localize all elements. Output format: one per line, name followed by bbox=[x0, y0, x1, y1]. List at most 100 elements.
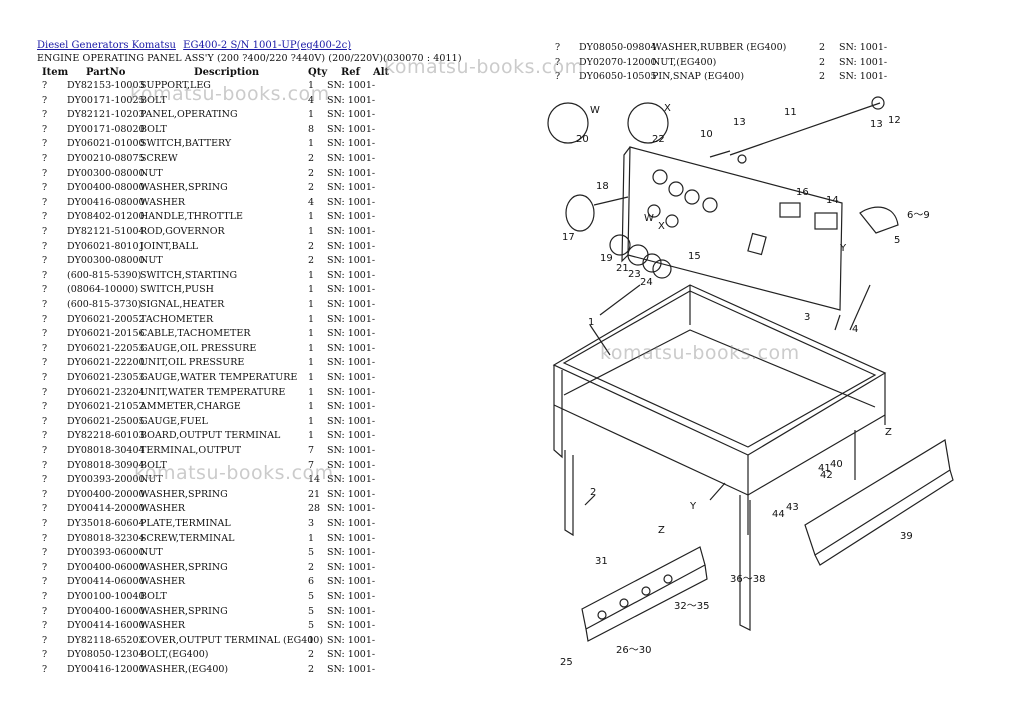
part-description: BOARD,OUTPUT TERMINAL bbox=[140, 430, 281, 442]
part-description: BOLT,(EG400) bbox=[140, 649, 209, 661]
part-description: WASHER,SPRING bbox=[140, 182, 228, 194]
svg-text:23: 23 bbox=[628, 269, 641, 280]
part-number: DY08018-30904 bbox=[67, 459, 145, 471]
col-item: Item bbox=[42, 67, 69, 78]
svg-text:44: 44 bbox=[772, 509, 785, 520]
svg-text:2: 2 bbox=[590, 487, 596, 498]
part-description: BOLT bbox=[140, 591, 167, 602]
item: ? bbox=[42, 664, 48, 675]
part-number: DY06050-10505 bbox=[579, 71, 657, 83]
svg-text:25: 25 bbox=[560, 657, 573, 668]
part-ref: SN: 1001- bbox=[327, 415, 376, 427]
svg-text:10: 10 bbox=[700, 129, 713, 140]
part-ref: SN: 1001- bbox=[327, 386, 376, 398]
part-description: UNIT,WATER TEMPERATURE bbox=[140, 386, 286, 398]
item: ? bbox=[42, 269, 48, 281]
part-description: PANEL,OPERATING bbox=[140, 109, 238, 121]
part-qty: 5 bbox=[308, 591, 315, 602]
breadcrumb-link-model[interactable]: EG400-2 S/N 1001-UP(eg400-2c) bbox=[183, 40, 352, 51]
item: ? bbox=[42, 284, 48, 296]
part-qty: 1 bbox=[308, 415, 315, 427]
part-number: DY08050-09804 bbox=[579, 42, 657, 53]
part-number: DY06021-20052 bbox=[67, 313, 145, 325]
part-description: CABLE,TACHOMETER bbox=[140, 328, 251, 340]
part-number: DY82218-60103 bbox=[67, 430, 145, 442]
part-number: DY82121-51004 bbox=[67, 226, 145, 237]
part-ref: SN: 1001- bbox=[327, 634, 376, 646]
part-ref: SN: 1001- bbox=[327, 372, 376, 383]
part-qty: 2 bbox=[308, 182, 315, 194]
part-number: DY06021-23204 bbox=[67, 386, 145, 398]
part-ref: SN: 1001- bbox=[327, 518, 376, 529]
item: ? bbox=[42, 328, 48, 340]
col-description: Description bbox=[194, 67, 260, 78]
part-ref: SN: 1001- bbox=[327, 123, 376, 135]
part-description: SUPPORT,LEG bbox=[140, 80, 211, 91]
svg-text:43: 43 bbox=[786, 502, 799, 513]
part-qty: 1 bbox=[308, 328, 315, 340]
part-description: WASHER bbox=[140, 196, 186, 208]
part-number: DY00400-16000 bbox=[67, 605, 145, 617]
part-ref: SN: 1001- bbox=[327, 269, 376, 281]
part-ref: SN: 1001- bbox=[327, 255, 376, 267]
part-qty: 3 bbox=[308, 518, 315, 529]
item: ? bbox=[42, 240, 48, 252]
svg-text:32～35: 32～35 bbox=[674, 601, 709, 612]
part-ref: SN: 1001- bbox=[839, 71, 888, 83]
part-number: DY00210-08075 bbox=[67, 153, 145, 164]
part-ref: SN: 1001- bbox=[327, 153, 376, 164]
part-description: COVER,OUTPUT TERMINAL (EG400) bbox=[140, 634, 324, 646]
svg-text:14: 14 bbox=[826, 195, 839, 206]
item: ? bbox=[42, 649, 48, 661]
part-qty: 1 bbox=[308, 401, 315, 413]
item: ? bbox=[42, 372, 48, 383]
item: ? bbox=[555, 71, 561, 83]
part-description: WASHER,RUBBER (EG400) bbox=[652, 42, 787, 53]
part-qty: 1 bbox=[308, 138, 315, 150]
part-qty: 1 bbox=[308, 313, 315, 325]
part-ref: SN: 1001- bbox=[327, 182, 376, 194]
breadcrumb-link-category[interactable]: Diesel Generators Komatsu bbox=[37, 40, 176, 51]
part-ref: SN: 1001- bbox=[327, 459, 376, 471]
item: ? bbox=[42, 123, 48, 135]
part-ref: SN: 1001- bbox=[327, 167, 376, 179]
part-description: SCREW bbox=[140, 153, 178, 164]
part-number: DY00171-10025 bbox=[67, 94, 145, 106]
page-title: ENGINE OPERATING PANEL ASS'Y (200 ?400/2… bbox=[37, 53, 462, 64]
part-ref: SN: 1001- bbox=[327, 445, 376, 456]
part-number: DY06021-22200 bbox=[67, 357, 145, 369]
part-ref: SN: 1001- bbox=[327, 430, 376, 442]
svg-text:17: 17 bbox=[562, 232, 575, 243]
part-qty: 1 bbox=[308, 634, 315, 646]
part-description: JOINT,BALL bbox=[140, 240, 199, 252]
part-qty: 21 bbox=[308, 488, 321, 500]
part-number: DY06021-20156 bbox=[67, 328, 145, 340]
part-number: DY06021-21052 bbox=[67, 401, 145, 413]
svg-text:21: 21 bbox=[616, 263, 629, 274]
part-qty: 6 bbox=[308, 576, 315, 588]
svg-text:42: 42 bbox=[820, 470, 833, 481]
item: ? bbox=[42, 547, 48, 559]
item: ? bbox=[42, 313, 48, 325]
part-ref: SN: 1001- bbox=[327, 488, 376, 500]
part-qty: 1 bbox=[308, 80, 315, 91]
item: ? bbox=[42, 605, 48, 617]
part-ref: SN: 1001- bbox=[327, 299, 376, 310]
svg-text:11: 11 bbox=[784, 107, 797, 118]
part-ref: SN: 1001- bbox=[327, 313, 376, 325]
part-description: BOLT bbox=[140, 459, 167, 471]
part-description: GAUGE,FUEL bbox=[140, 415, 208, 427]
part-description: WASHER,(EG400) bbox=[140, 664, 229, 675]
item: ? bbox=[42, 561, 48, 573]
breadcrumb: Diesel Generators Komatsu EG400-2 S/N 10… bbox=[37, 40, 351, 51]
part-qty: 2 bbox=[819, 42, 826, 53]
part-number: DY00414-06000 bbox=[67, 576, 145, 588]
item: ? bbox=[42, 94, 48, 106]
svg-text:Y: Y bbox=[689, 501, 697, 512]
part-number: DY00416-12000 bbox=[67, 664, 145, 675]
item: ? bbox=[42, 445, 48, 456]
part-ref: SN: 1001- bbox=[839, 56, 888, 68]
item: ? bbox=[555, 56, 561, 68]
part-number: DY00400-06000 bbox=[67, 561, 145, 573]
item: ? bbox=[42, 415, 48, 427]
